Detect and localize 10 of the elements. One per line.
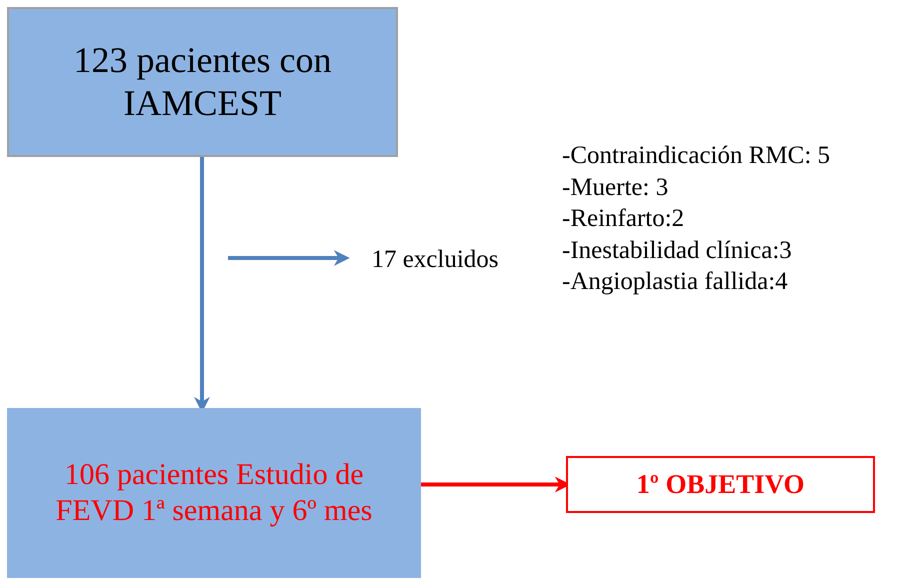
exclusion-reason: -Contraindicación RMC: 5 bbox=[562, 141, 830, 171]
outcome-box: 1º OBJETIVO bbox=[566, 456, 875, 513]
exclusion-reason: -Inestabilidad clínica:3 bbox=[562, 236, 793, 266]
process-box: 123 pacientes con IAMCEST bbox=[7, 7, 398, 157]
exclusion-reason: -Angioplastia fallida:4 bbox=[562, 267, 789, 297]
arrow bbox=[228, 250, 350, 266]
exclusion-reason: -Muerte: 3 bbox=[562, 172, 670, 202]
exclusion-text: 17 excluidos bbox=[345, 240, 525, 280]
exclusion-reason: -Reinfarto:2 bbox=[562, 204, 686, 234]
process-box: 106 pacientes Estudio de FEVD 1ª semana y 6º mes bbox=[7, 408, 421, 578]
